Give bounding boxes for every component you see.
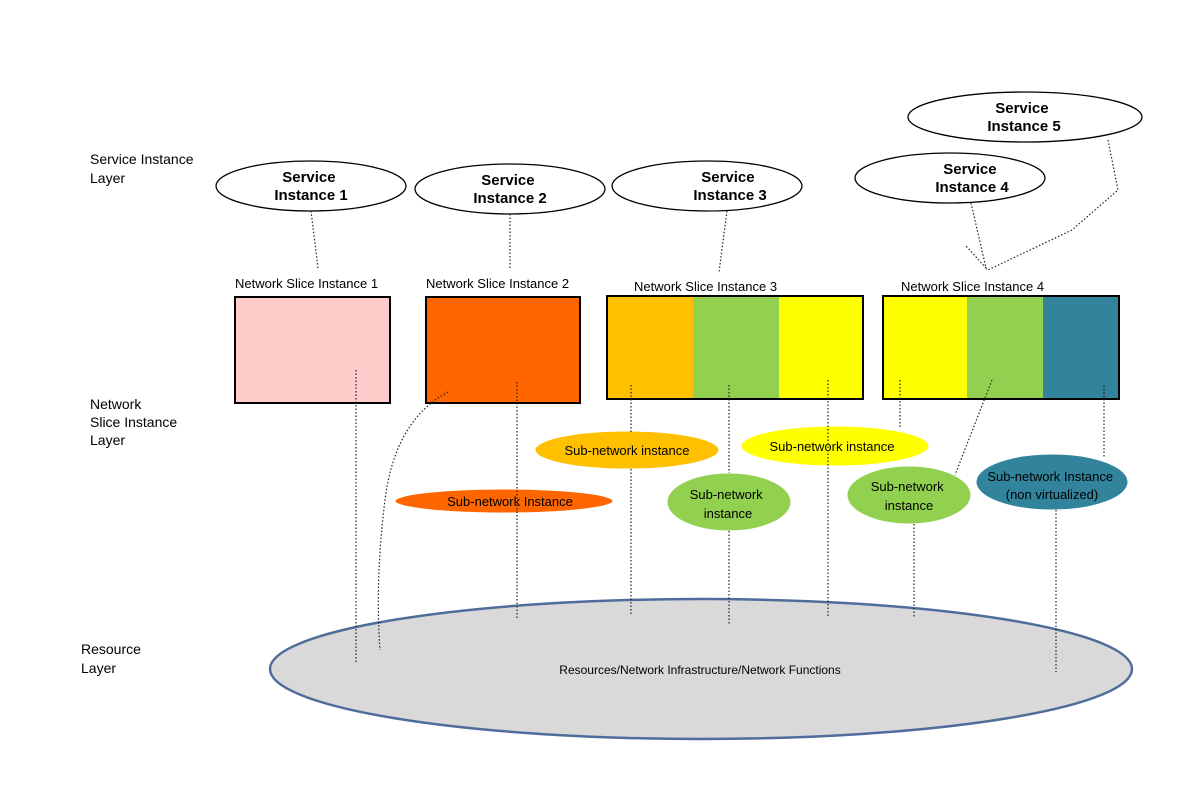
resource-layer-label-line1: Resource [81,641,141,657]
service-instance-3-line1: Service [701,169,754,186]
slice-layer-label-line2: Slice Instance [90,414,177,430]
service-instance-5-line2: Instance 5 [987,118,1060,135]
service-instance-3: Service Instance 3 [611,160,803,212]
subnet-yellow-label: Sub-network instance [769,439,894,454]
subnet-teal-line2: (non virtualized) [1006,487,1099,502]
service-instance-2-line1: Service [481,172,534,189]
svg-text:Service Instance 5: Service Instance 5 [987,100,1060,135]
nsi-3-label: Network Slice Instance 3 [634,279,777,294]
subnet-green-left-line1: Sub-network [690,487,763,502]
svg-text:Sub-network instance: Sub-network instance [690,487,767,521]
subnet-orange: Sub-network Instance [394,488,614,514]
nsi-3-segment-yellow [779,296,863,399]
service-instance-2-line2: Instance 2 [473,190,546,207]
service-instance-5-line1: Service [995,100,1048,117]
slice-layer-label-line3: Layer [90,432,125,448]
subnet-green-right-line1: Sub-network [871,479,944,494]
connector-si4-nsi4 [965,202,988,271]
subnet-green-right: Sub-network instance [846,465,972,525]
slice-layer-label: Network Slice Instance Layer [90,396,181,448]
resource-label: Resources/Network Infrastructure/Network… [559,663,840,677]
svg-text:Service Instance 2: Service Instance 2 [473,172,546,207]
subnet-green-left: Sub-network instance [666,472,792,532]
nsi-2-label: Network Slice Instance 2 [426,276,569,291]
svg-text:Service Instance 1: Service Instance 1 [274,169,347,204]
resource-layer-label-line2: Layer [81,660,116,676]
service-instance-1-line2: Instance 1 [274,187,347,204]
service-instance-3-line2: Instance 3 [693,187,766,204]
subnet-green-left-line2: instance [704,506,752,521]
service-instance-5: Service Instance 5 [907,91,1143,143]
subnet-yellow: Sub-network instance [740,425,930,467]
resource-ellipse [268,597,1134,741]
subnet-orange-label: Sub-network Instance [447,494,573,509]
resource-layer-label: Resource Layer [81,641,145,676]
connector-nsi4-green-subnet [954,379,993,476]
subnet-amber-label: Sub-network instance [564,443,689,458]
service-layer-label-line1: Service Instance [90,151,194,167]
nsi-3-segment-amber [607,296,693,399]
subnet-amber: Sub-network instance [534,430,720,470]
service-instance-1: Service Instance 1 [215,160,407,212]
connector-si3-nsi3 [718,210,728,273]
svg-text:Sub-network instance: Sub-network instance [871,479,948,513]
subnet-green-right-line2: instance [885,498,933,513]
svg-text:Sub-network Instance (no: Sub-network Instance (non virtualized) [987,469,1116,502]
slice-layer-label-line1: Network [90,396,142,412]
nsi-4-segment-yellow [883,296,967,399]
connector-si1-nsi1 [310,210,319,269]
service-instance-2: Service Instance 2 [414,163,606,215]
service-instance-4-line2: Instance 4 [935,179,1009,196]
svg-text:Service Instance 4: Service Instance 4 [935,161,1009,196]
connector-si5-nsi4 [987,139,1119,271]
service-instance-1-line1: Service [282,169,335,186]
service-instance-4-line1: Service [943,161,996,178]
nsi-3-box [606,295,864,400]
service-instance-4: Service Instance 4 [854,152,1046,204]
connector-nsi2-resource-curve [377,391,449,651]
subnet-teal-line1: Sub-network Instance [987,469,1113,484]
nsi-1-label: Network Slice Instance 1 [235,276,378,291]
nsi-1-box [234,296,391,404]
nsi-4-label: Network Slice Instance 4 [901,279,1044,294]
nsi-2-box [425,296,581,404]
subnet-teal: Sub-network Instance (non virtualized) [975,453,1129,511]
service-layer-label-line2: Layer [90,170,125,186]
nsi-4-segment-green [967,296,1043,399]
svg-text:Service Instance 3: Service Instance 3 [693,169,766,204]
nsi-3-segment-green [693,296,779,399]
nsi-4-segment-teal [1043,296,1119,399]
nsi-4-box [882,295,1120,400]
service-layer-label: Service Instance Layer [90,151,197,186]
